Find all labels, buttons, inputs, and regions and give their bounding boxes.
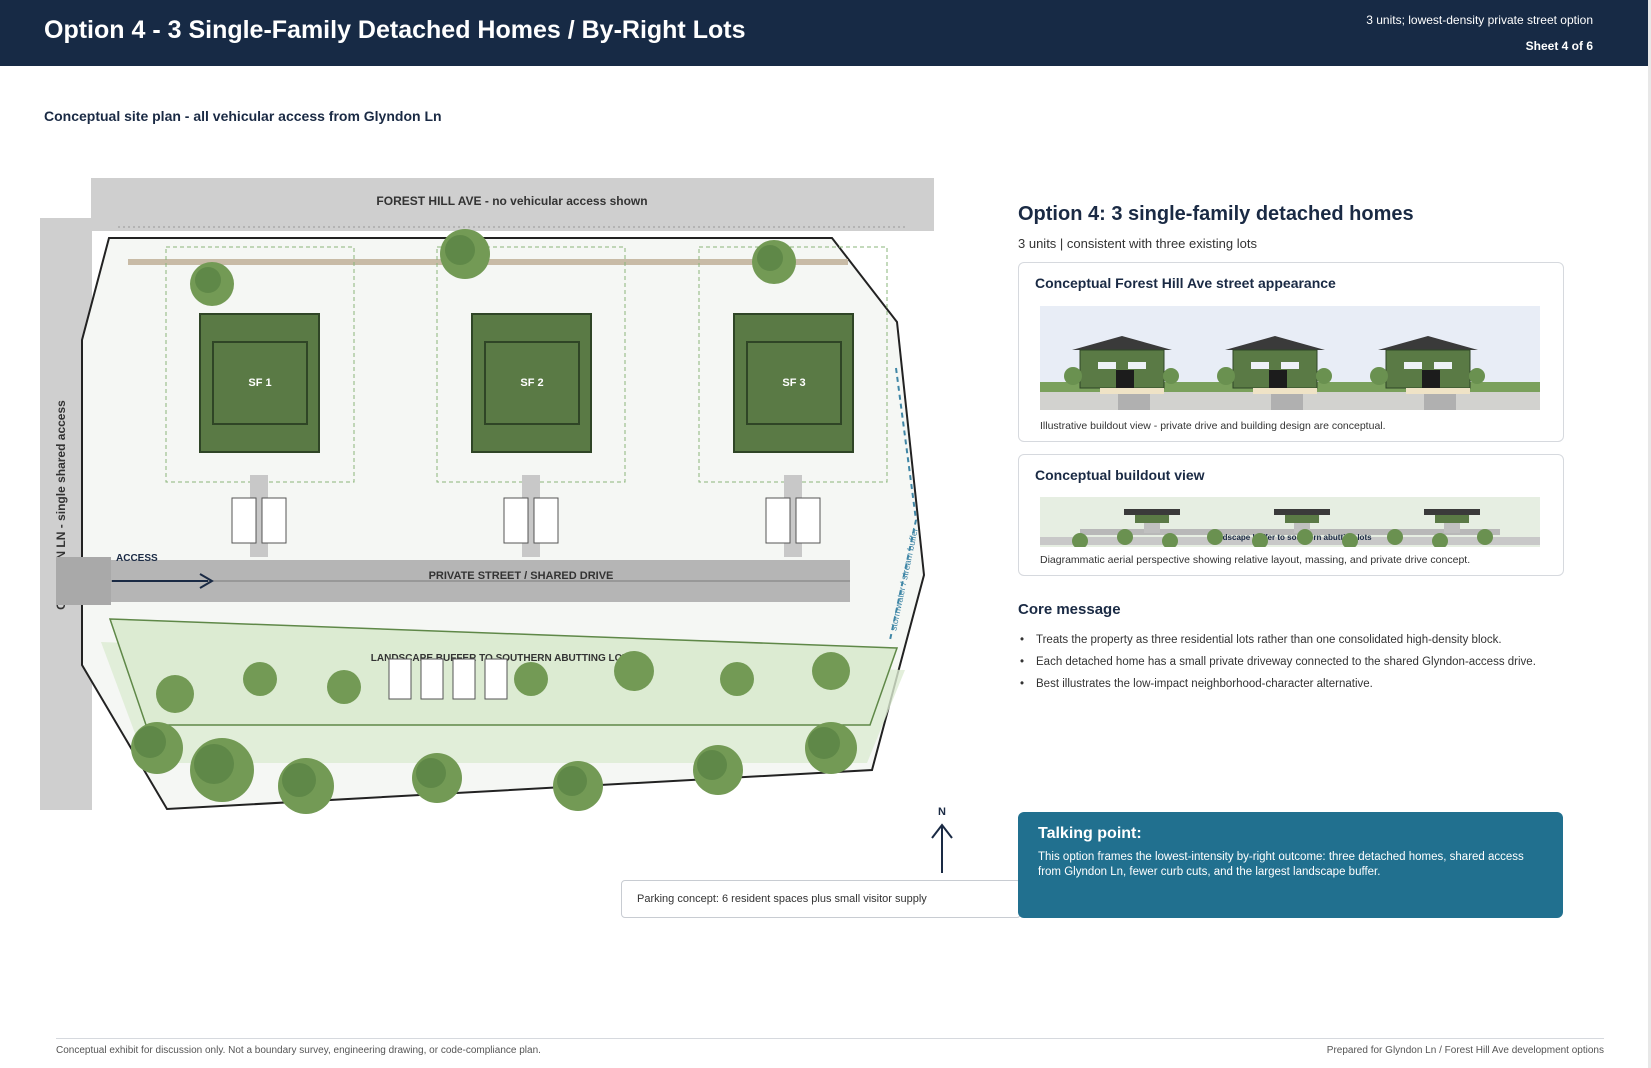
core-bullet: Treats the property as three residential… <box>1020 632 1536 654</box>
buildout-inner-label: Landscape buffer to southern abutting lo… <box>1208 533 1372 542</box>
visitor-stall <box>420 658 444 700</box>
home-sf2: SF 2 <box>471 313 592 453</box>
tree-crown <box>134 726 166 758</box>
access-apron <box>56 557 111 605</box>
forest-hill-ave-road <box>91 178 934 231</box>
home-sf3: SF 3 <box>733 313 854 453</box>
parking-stall <box>231 497 257 544</box>
tree-crown <box>757 245 783 271</box>
buildout-house-1 <box>1124 509 1180 533</box>
street-card-title: Conceptual Forest Hill Ave street appear… <box>1035 275 1336 291</box>
buildout-house-2 <box>1274 509 1330 533</box>
stormwater-line <box>889 367 918 641</box>
buildout-card-title: Conceptual buildout view <box>1035 467 1205 483</box>
parking-stall <box>503 497 529 544</box>
buildout-house-3 <box>1424 509 1480 533</box>
page-edge <box>1648 0 1651 1068</box>
lot-boundary-2 <box>436 246 626 483</box>
parking-stall <box>533 497 559 544</box>
core-message-list: Treats the property as three residential… <box>1020 632 1536 698</box>
street-view-illustration <box>1040 306 1540 410</box>
header-bar: Option 4 - 3 Single-Family Detached Home… <box>0 0 1651 66</box>
parking-note: Parking concept: 6 resident spaces plus … <box>637 893 927 905</box>
tree-crown <box>416 758 446 788</box>
visitor-stall <box>388 658 412 700</box>
street-appearance-card: Conceptual Forest Hill Ave street appear… <box>1018 262 1564 442</box>
tree <box>156 675 194 713</box>
page-title: Option 4 - 3 Single-Family Detached Home… <box>44 16 746 44</box>
option-subtitle: 3 units | consistent with three existing… <box>1018 236 1257 251</box>
tree-crown <box>445 235 475 265</box>
north-arrow-icon <box>931 823 953 839</box>
tree <box>243 662 277 696</box>
north-label: N <box>938 806 946 818</box>
visitor-stall <box>484 658 508 700</box>
buildout-card-caption: Diagrammatic aerial perspective showing … <box>1040 554 1471 566</box>
header-subtitle: 3 units; lowest-density private street o… <box>1366 13 1593 27</box>
tree <box>614 651 654 691</box>
buildout-illustration: Landscape buffer to southern abutting lo… <box>1040 497 1540 547</box>
private-street-label: PRIVATE STREET / SHARED DRIVE <box>429 570 614 582</box>
tree <box>327 670 361 704</box>
street-house-2 <box>1217 336 1332 410</box>
parking-stall <box>765 497 791 544</box>
parking-note-box: Parking concept: 6 resident spaces plus … <box>621 880 1021 918</box>
footer-disclaimer: Conceptual exhibit for discussion only. … <box>56 1045 541 1056</box>
lot-boundary-3 <box>698 246 888 483</box>
tree-crown <box>808 727 840 759</box>
tree <box>720 662 754 696</box>
street-house-1 <box>1064 336 1179 410</box>
home-label: SF 3 <box>782 377 805 389</box>
lot-boundary-1 <box>165 246 355 483</box>
option-title: Option 4: 3 single-family detached homes <box>1018 203 1414 225</box>
home-label: SF 2 <box>520 377 543 389</box>
footer-prepared-for: Prepared for Glyndon Ln / Forest Hill Av… <box>1326 1045 1604 1056</box>
talking-point-body: This option frames the lowest-intensity … <box>1038 851 1524 878</box>
tree <box>514 662 548 696</box>
forest-hill-label: FOREST HILL AVE - no vehicular access sh… <box>376 194 647 208</box>
access-label: ACCESS <box>116 553 158 564</box>
footer-divider <box>56 1038 1604 1039</box>
core-message-heading: Core message <box>1018 601 1121 618</box>
street-card-caption: Illustrative buildout view - private dri… <box>1040 420 1386 432</box>
sheet-number: Sheet 4 of 6 <box>1525 39 1593 53</box>
tree-crown <box>557 766 587 796</box>
tree-crown <box>194 744 234 784</box>
talking-point-heading: Talking point: <box>1038 825 1142 842</box>
buildout-view-card: Conceptual buildout view Landscape buffe… <box>1018 454 1564 576</box>
tree-crown <box>697 750 727 780</box>
core-bullet: Each detached home has a small private d… <box>1020 654 1536 676</box>
tree-crown <box>282 763 316 797</box>
street-house-3 <box>1370 336 1485 410</box>
talking-point-box: Talking point: This option frames the lo… <box>1018 812 1563 918</box>
plan-caption: Conceptual site plan - all vehicular acc… <box>44 108 442 124</box>
parking-stall <box>261 497 287 544</box>
parking-stall <box>795 497 821 544</box>
visitor-stall <box>452 658 476 700</box>
tree <box>812 652 850 690</box>
home-label: SF 1 <box>248 377 271 389</box>
access-arrow-head <box>199 573 214 589</box>
tree-crown <box>195 267 221 293</box>
core-bullet: Best illustrates the low-impact neighbor… <box>1020 676 1536 698</box>
home-sf1: SF 1 <box>199 313 320 453</box>
